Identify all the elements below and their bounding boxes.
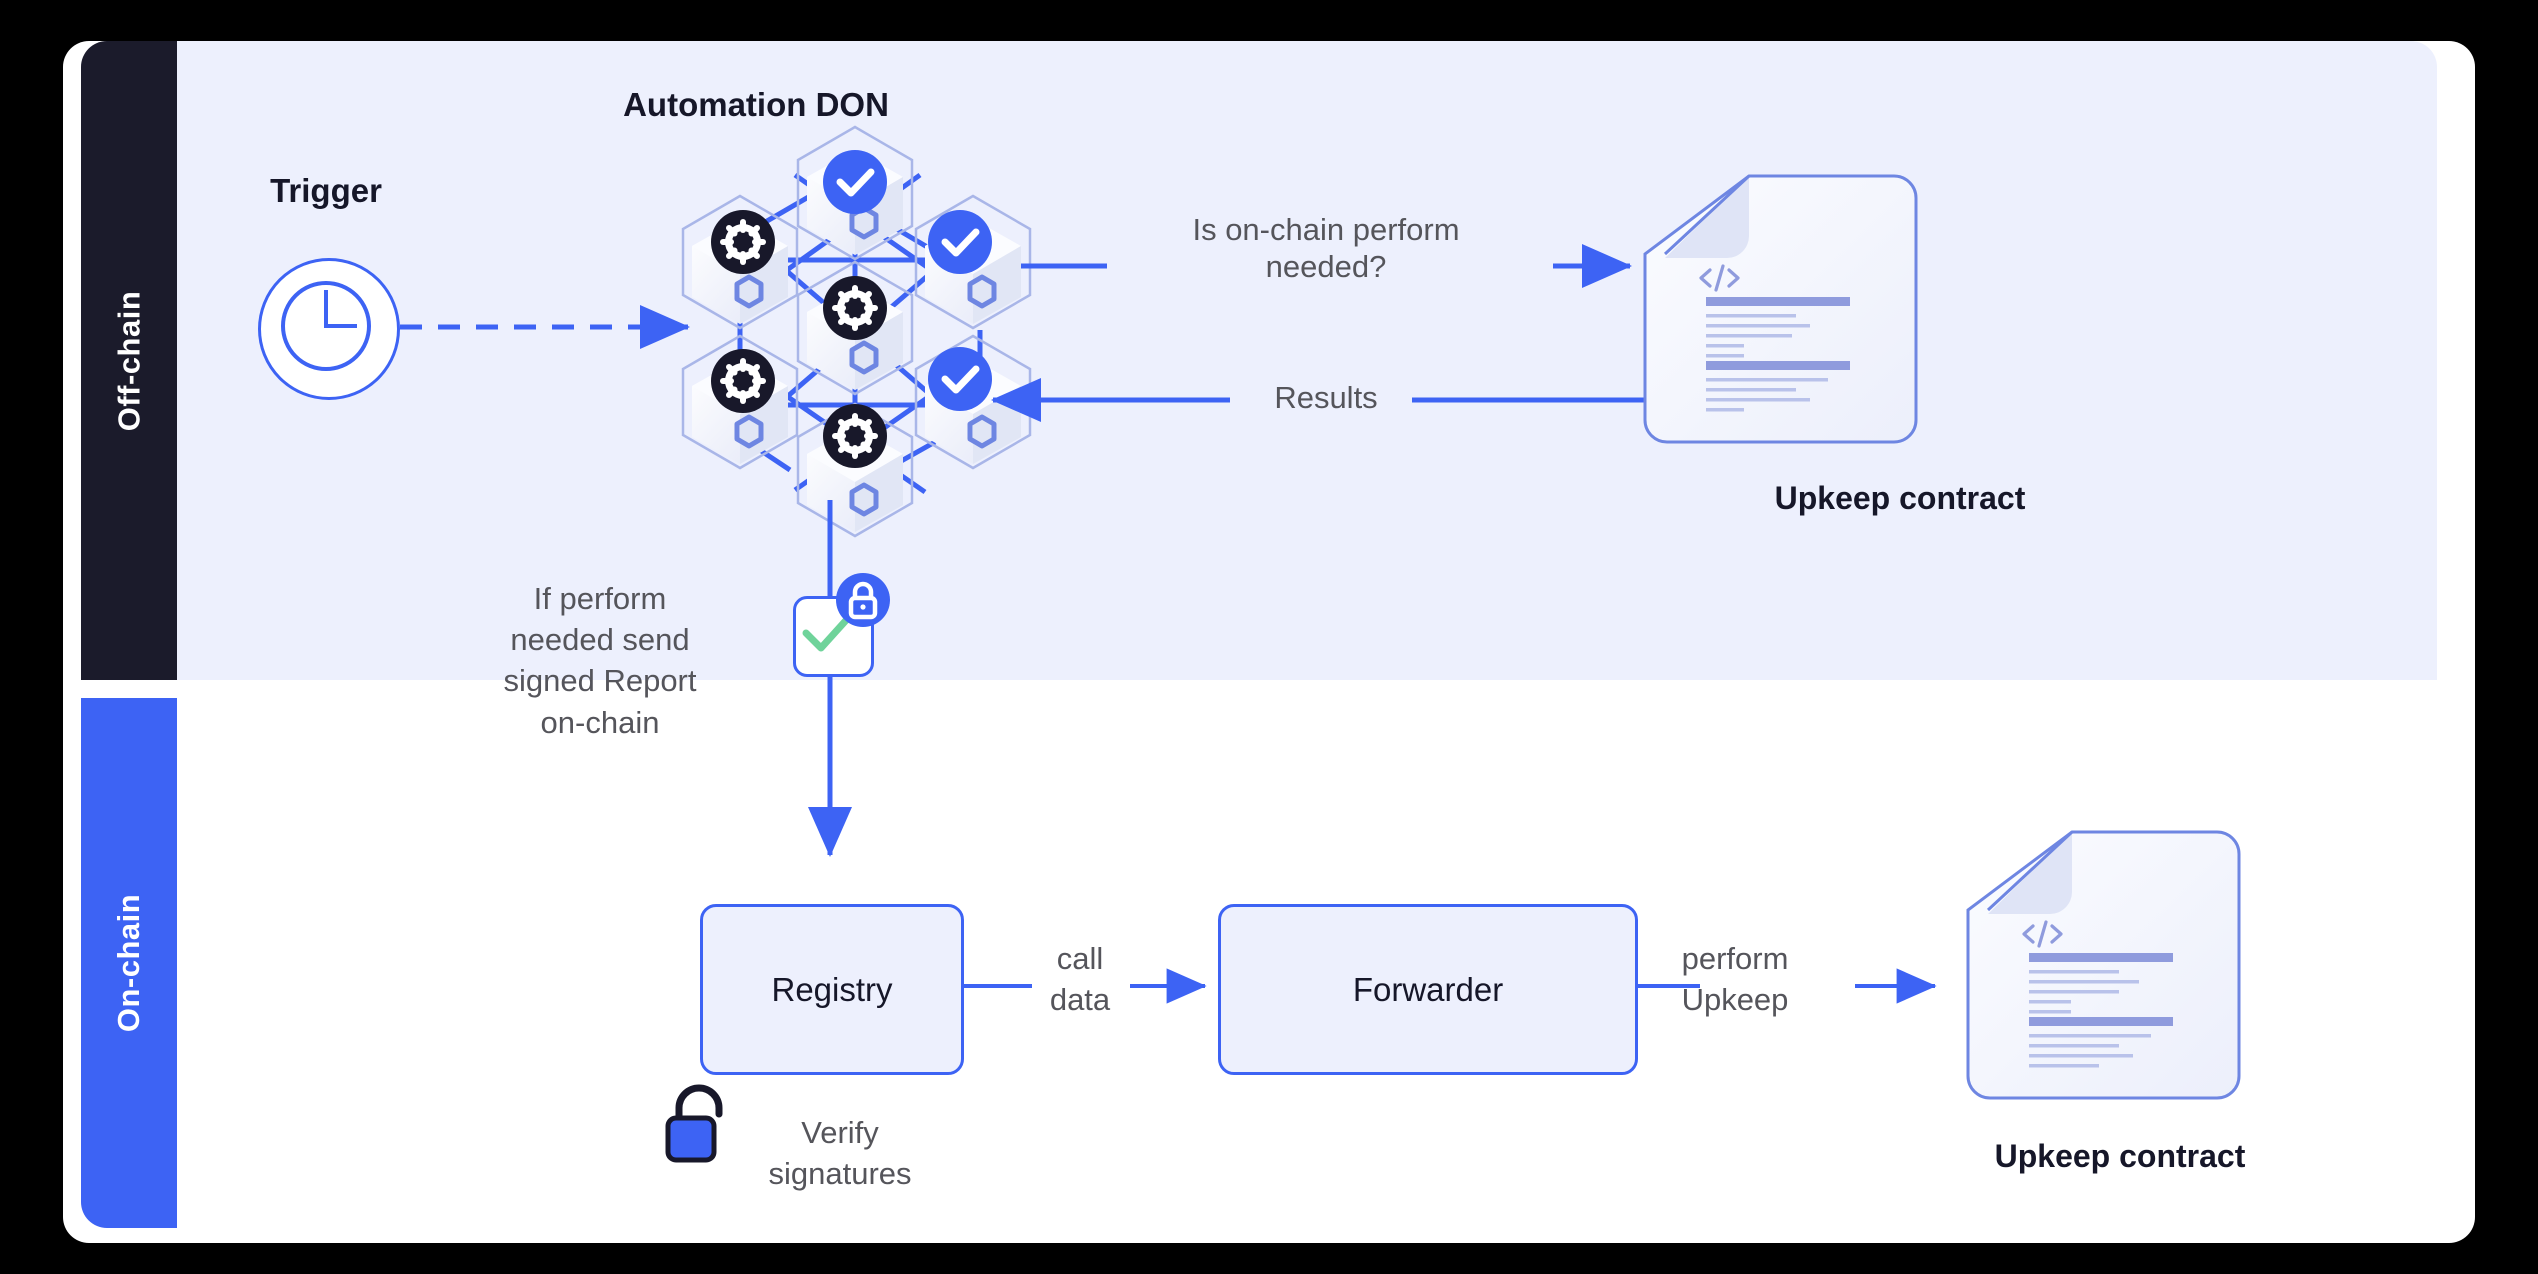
onchain-label-wrap: On-chain	[81, 698, 177, 1228]
offchain-label-wrap: Off-chain	[81, 41, 177, 680]
upkeep-contract-bottom-label: Upkeep contract	[1994, 1138, 2246, 1174]
forwarder-box[interactable]: Forwarder	[1218, 904, 1638, 1075]
registry-label: Registry	[771, 970, 893, 1008]
verify-signatures-label: Verify signatures	[768, 1115, 912, 1192]
upkeep-contract-top-label: Upkeep contract	[1774, 480, 2026, 516]
perform-upkeep-label: perform Upkeep	[1681, 941, 1789, 1018]
offchain-label: Off-chain	[111, 290, 146, 431]
sign-note: If perform needed send signed Report on-…	[503, 581, 697, 740]
offchain-label-bar: Off-chain	[81, 41, 177, 680]
onchain-label-bar: On-chain	[81, 698, 177, 1228]
trigger-node[interactable]	[258, 258, 400, 400]
trigger-label: Trigger	[270, 172, 382, 209]
offchain-band	[81, 41, 2437, 680]
registry-box[interactable]: Registry	[700, 904, 964, 1075]
forwarder-label: Forwarder	[1352, 970, 1504, 1008]
onchain-label: On-chain	[111, 893, 146, 1033]
question-label: Is on-chain perform needed?	[1192, 212, 1460, 284]
results-label: Results	[1274, 380, 1378, 415]
signed-report-tile[interactable]	[793, 596, 874, 677]
call-data-label: call data	[1049, 941, 1111, 1018]
don-title: Automation DON	[623, 86, 889, 123]
